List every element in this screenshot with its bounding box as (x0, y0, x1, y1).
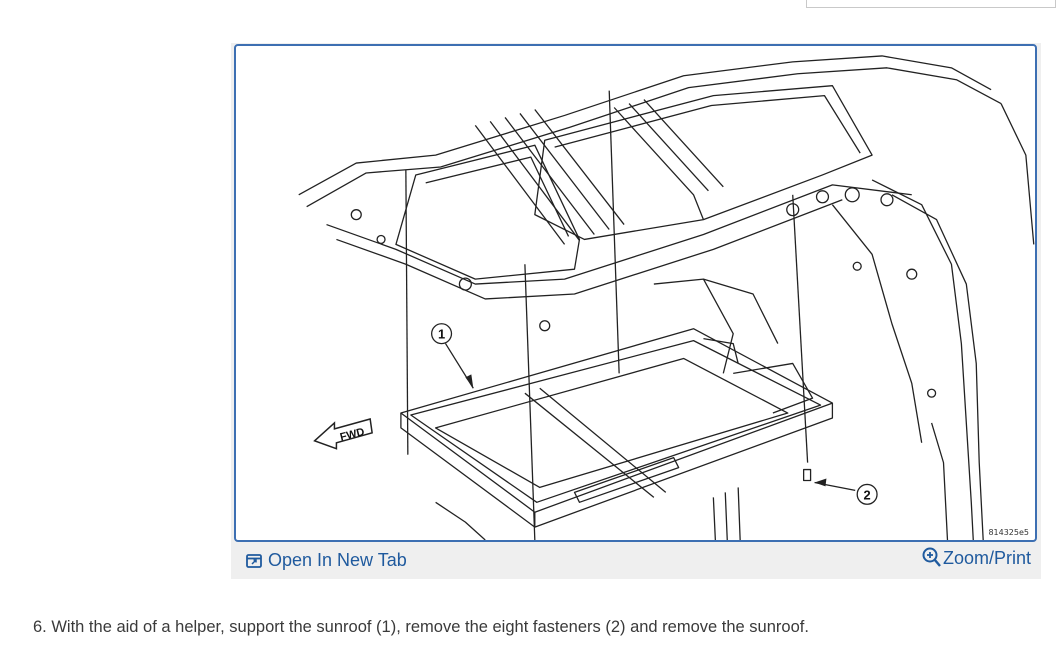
fwd-label: FWD (339, 426, 366, 444)
zoom-print-label: Zoom/Print (942, 547, 1031, 568)
callout-1: 1 (438, 327, 445, 342)
image-id: 814325e5 (988, 528, 1029, 537)
callout-2: 2 (864, 487, 871, 502)
sunroof-removal-diagram: 1 2 FWD 814325e5 (234, 44, 1037, 542)
top-right-panel-edge (806, 0, 1056, 8)
zoom-print-link[interactable]: Zoom/Print (922, 547, 1031, 569)
figure-card: 1 2 FWD 814325e5 Open In New Tab Zoom/Pr (231, 43, 1041, 579)
open-new-tab-icon (246, 553, 262, 568)
zoom-in-icon (922, 547, 941, 567)
open-in-new-tab-label: Open In New Tab (268, 550, 407, 570)
line-drawing: 1 2 FWD (298, 55, 1035, 540)
step-instruction: 6. With the aid of a helper, support the… (33, 618, 809, 636)
fwd-arrow-icon (313, 418, 373, 450)
open-in-new-tab-link[interactable]: Open In New Tab (245, 550, 407, 571)
figure-toolbar: Open In New Tab Zoom/Print (231, 546, 1041, 576)
